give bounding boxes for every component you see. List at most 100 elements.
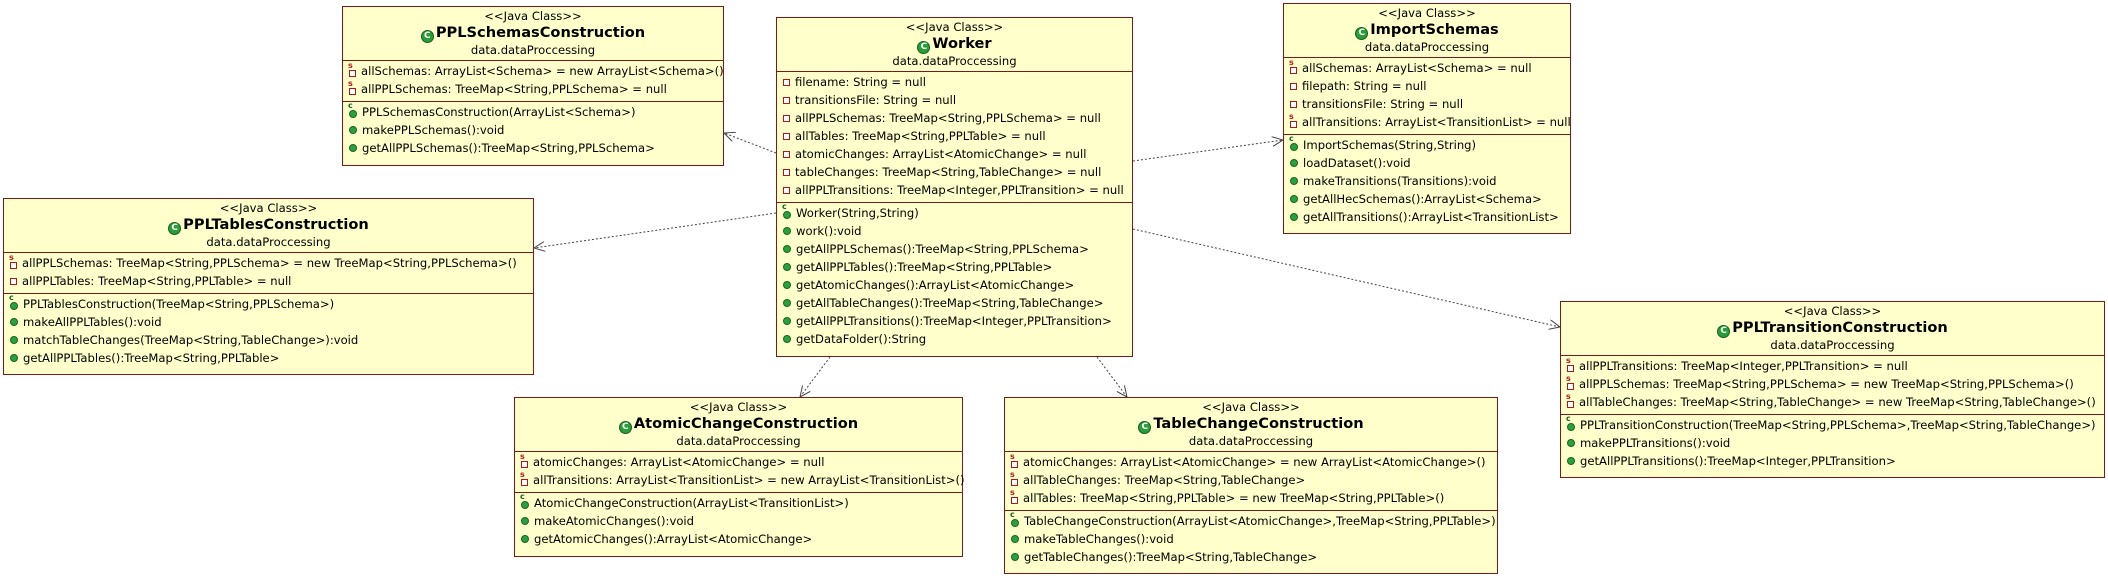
operation-row: getAllPPLTransitions():TreeMap<Integer,P… <box>783 312 1128 330</box>
operations-section: ImportSchemas(String,String) loadDataset… <box>1284 134 1570 229</box>
private-field-icon <box>783 186 790 194</box>
edge-worker-to-importschemas <box>1132 140 1283 162</box>
static-private-field-icon <box>1289 59 1297 74</box>
attribute-row: allPPLSchemas: TreeMap<String,PPLSchema>… <box>9 254 529 272</box>
attribute-row: allTables: TreeMap<String,PPLTable> = nu… <box>783 127 1128 145</box>
operation-row: work():void <box>783 222 1128 240</box>
stereotype-label: <<Java Class>> <box>219 201 318 215</box>
constructor-icon <box>1566 415 1575 431</box>
operation-row: getAllPPLTables():TreeMap<String,PPLTabl… <box>10 349 529 367</box>
static-private-field-icon <box>1289 113 1297 128</box>
stereotype-label: <<Java Class>> <box>689 400 788 414</box>
class-c-icon: C <box>420 30 434 43</box>
attributes-section: allPPLTransitions: TreeMap<Integer,PPLTr… <box>1561 356 2104 414</box>
public-method-icon <box>1011 535 1019 543</box>
operation-row: matchTableChanges(TreeMap<String,TableCh… <box>10 331 529 349</box>
operation-row: loadDataset():void <box>1290 154 1566 172</box>
attribute-row: filename: String = null <box>783 73 1128 91</box>
operation-row: TableChangeConstruction(ArrayList<Atomic… <box>1010 511 1496 530</box>
constructor-icon <box>1010 511 1019 527</box>
package-label: data.dataProccessing <box>470 43 596 57</box>
attribute-row: allTableChanges: TreeMap<String,TableCha… <box>1566 393 2100 411</box>
package-label: data.dataProccessing <box>892 54 1017 68</box>
attribute-row: allPPLSchemas: TreeMap<String,PPLSchema>… <box>783 109 1128 127</box>
operation-row: getAllPPLSchemas():TreeMap<String,PPLSch… <box>783 240 1128 258</box>
public-method-icon <box>783 299 791 307</box>
private-field-icon <box>1290 82 1297 90</box>
public-method-icon <box>10 354 18 362</box>
attribute-row: atomicChanges: ArrayList<AtomicChange> =… <box>783 145 1128 163</box>
class-c-icon: C <box>1717 325 1731 338</box>
class-c-icon: C <box>168 222 182 235</box>
edge-worker-to-atomicchangeconstruction <box>800 356 831 397</box>
public-method-icon <box>1290 177 1298 185</box>
edge-worker-to-ppltablesconstruction <box>534 212 777 248</box>
operation-row: getAtomicChanges():ArrayList<AtomicChang… <box>783 276 1128 294</box>
package-label: data.dataProccessing <box>676 434 801 448</box>
public-method-icon <box>1290 195 1298 203</box>
attribute-row: allPPLSchemas: TreeMap<String,PPLSchema>… <box>348 80 719 98</box>
public-method-icon <box>1011 553 1019 561</box>
operation-row: makeAtomicChanges():void <box>521 512 958 530</box>
private-field-icon <box>783 132 790 140</box>
operations-section: Worker(String,String) work():void getAll… <box>777 202 1132 351</box>
public-method-icon <box>783 245 791 253</box>
operation-row: makeAllPPLTables():void <box>10 313 529 331</box>
public-method-icon <box>783 263 791 271</box>
attribute-row: allTableChanges: TreeMap<String,TableCha… <box>1010 471 1493 489</box>
static-private-field-icon <box>1566 357 1574 372</box>
operation-row: AtomicChangeConstruction(ArrayList<Trans… <box>520 493 958 512</box>
operation-row: makeTransitions(Transitions):void <box>1290 172 1566 190</box>
static-private-field-icon <box>1566 375 1574 390</box>
operation-row: getTableChanges():TreeMap<String,TableCh… <box>1011 548 1493 566</box>
private-field-icon <box>783 114 790 122</box>
operation-row: ImportSchemas(String,String) <box>1289 135 1566 154</box>
private-field-icon <box>1290 100 1297 108</box>
class-c-icon: C <box>618 421 632 434</box>
attributes-section: allPPLSchemas: TreeMap<String,PPLSchema>… <box>4 253 533 293</box>
operation-row: PPLTransitionConstruction(TreeMap<String… <box>1566 415 2100 434</box>
class-c-icon: C <box>1138 421 1152 434</box>
public-method-icon <box>10 336 18 344</box>
operations-section: PPLSchemasConstruction(ArrayList<Schema>… <box>343 101 723 160</box>
attributes-section: atomicChanges: ArrayList<AtomicChange> =… <box>1005 452 1497 510</box>
attributes-section: allSchemas: ArrayList<Schema> = null fil… <box>1284 58 1571 134</box>
operation-row: getAllHecSchemas():ArrayList<Schema> <box>1290 190 1566 208</box>
static-private-field-icon <box>520 471 528 486</box>
edge-worker-to-pplschemasconstruction <box>724 133 777 154</box>
attribute-row: allPPLTables: TreeMap<String,PPLTable> =… <box>10 272 529 290</box>
operation-row: getDataFolder():String <box>783 330 1128 348</box>
public-method-icon <box>783 281 791 289</box>
operation-row: makePPLSchemas():void <box>349 121 719 139</box>
operation-row: makePPLTransitions():void <box>1567 434 2100 452</box>
attribute-row: filepath: String = null <box>1290 77 1566 95</box>
operation-row: getAllPPLTransitions():TreeMap<Integer,P… <box>1567 452 2100 470</box>
package-label: data.dataProccessing <box>1770 338 1895 352</box>
operations-section: PPLTransitionConstruction(TreeMap<String… <box>1561 414 2104 473</box>
static-private-field-icon <box>348 80 356 95</box>
attribute-row: allSchemas: ArrayList<Schema> = null <box>1289 59 1566 77</box>
public-method-icon <box>783 317 791 325</box>
class-c-icon: C <box>917 41 931 54</box>
attribute-row: atomicChanges: ArrayList<AtomicChange> =… <box>1010 453 1493 471</box>
constructor-icon <box>520 493 529 509</box>
operations-section: TableChangeConstruction(ArrayList<Atomic… <box>1005 510 1497 569</box>
public-method-icon <box>1567 439 1575 447</box>
operation-row: getAllTransitions():ArrayList<Transition… <box>1290 208 1566 226</box>
